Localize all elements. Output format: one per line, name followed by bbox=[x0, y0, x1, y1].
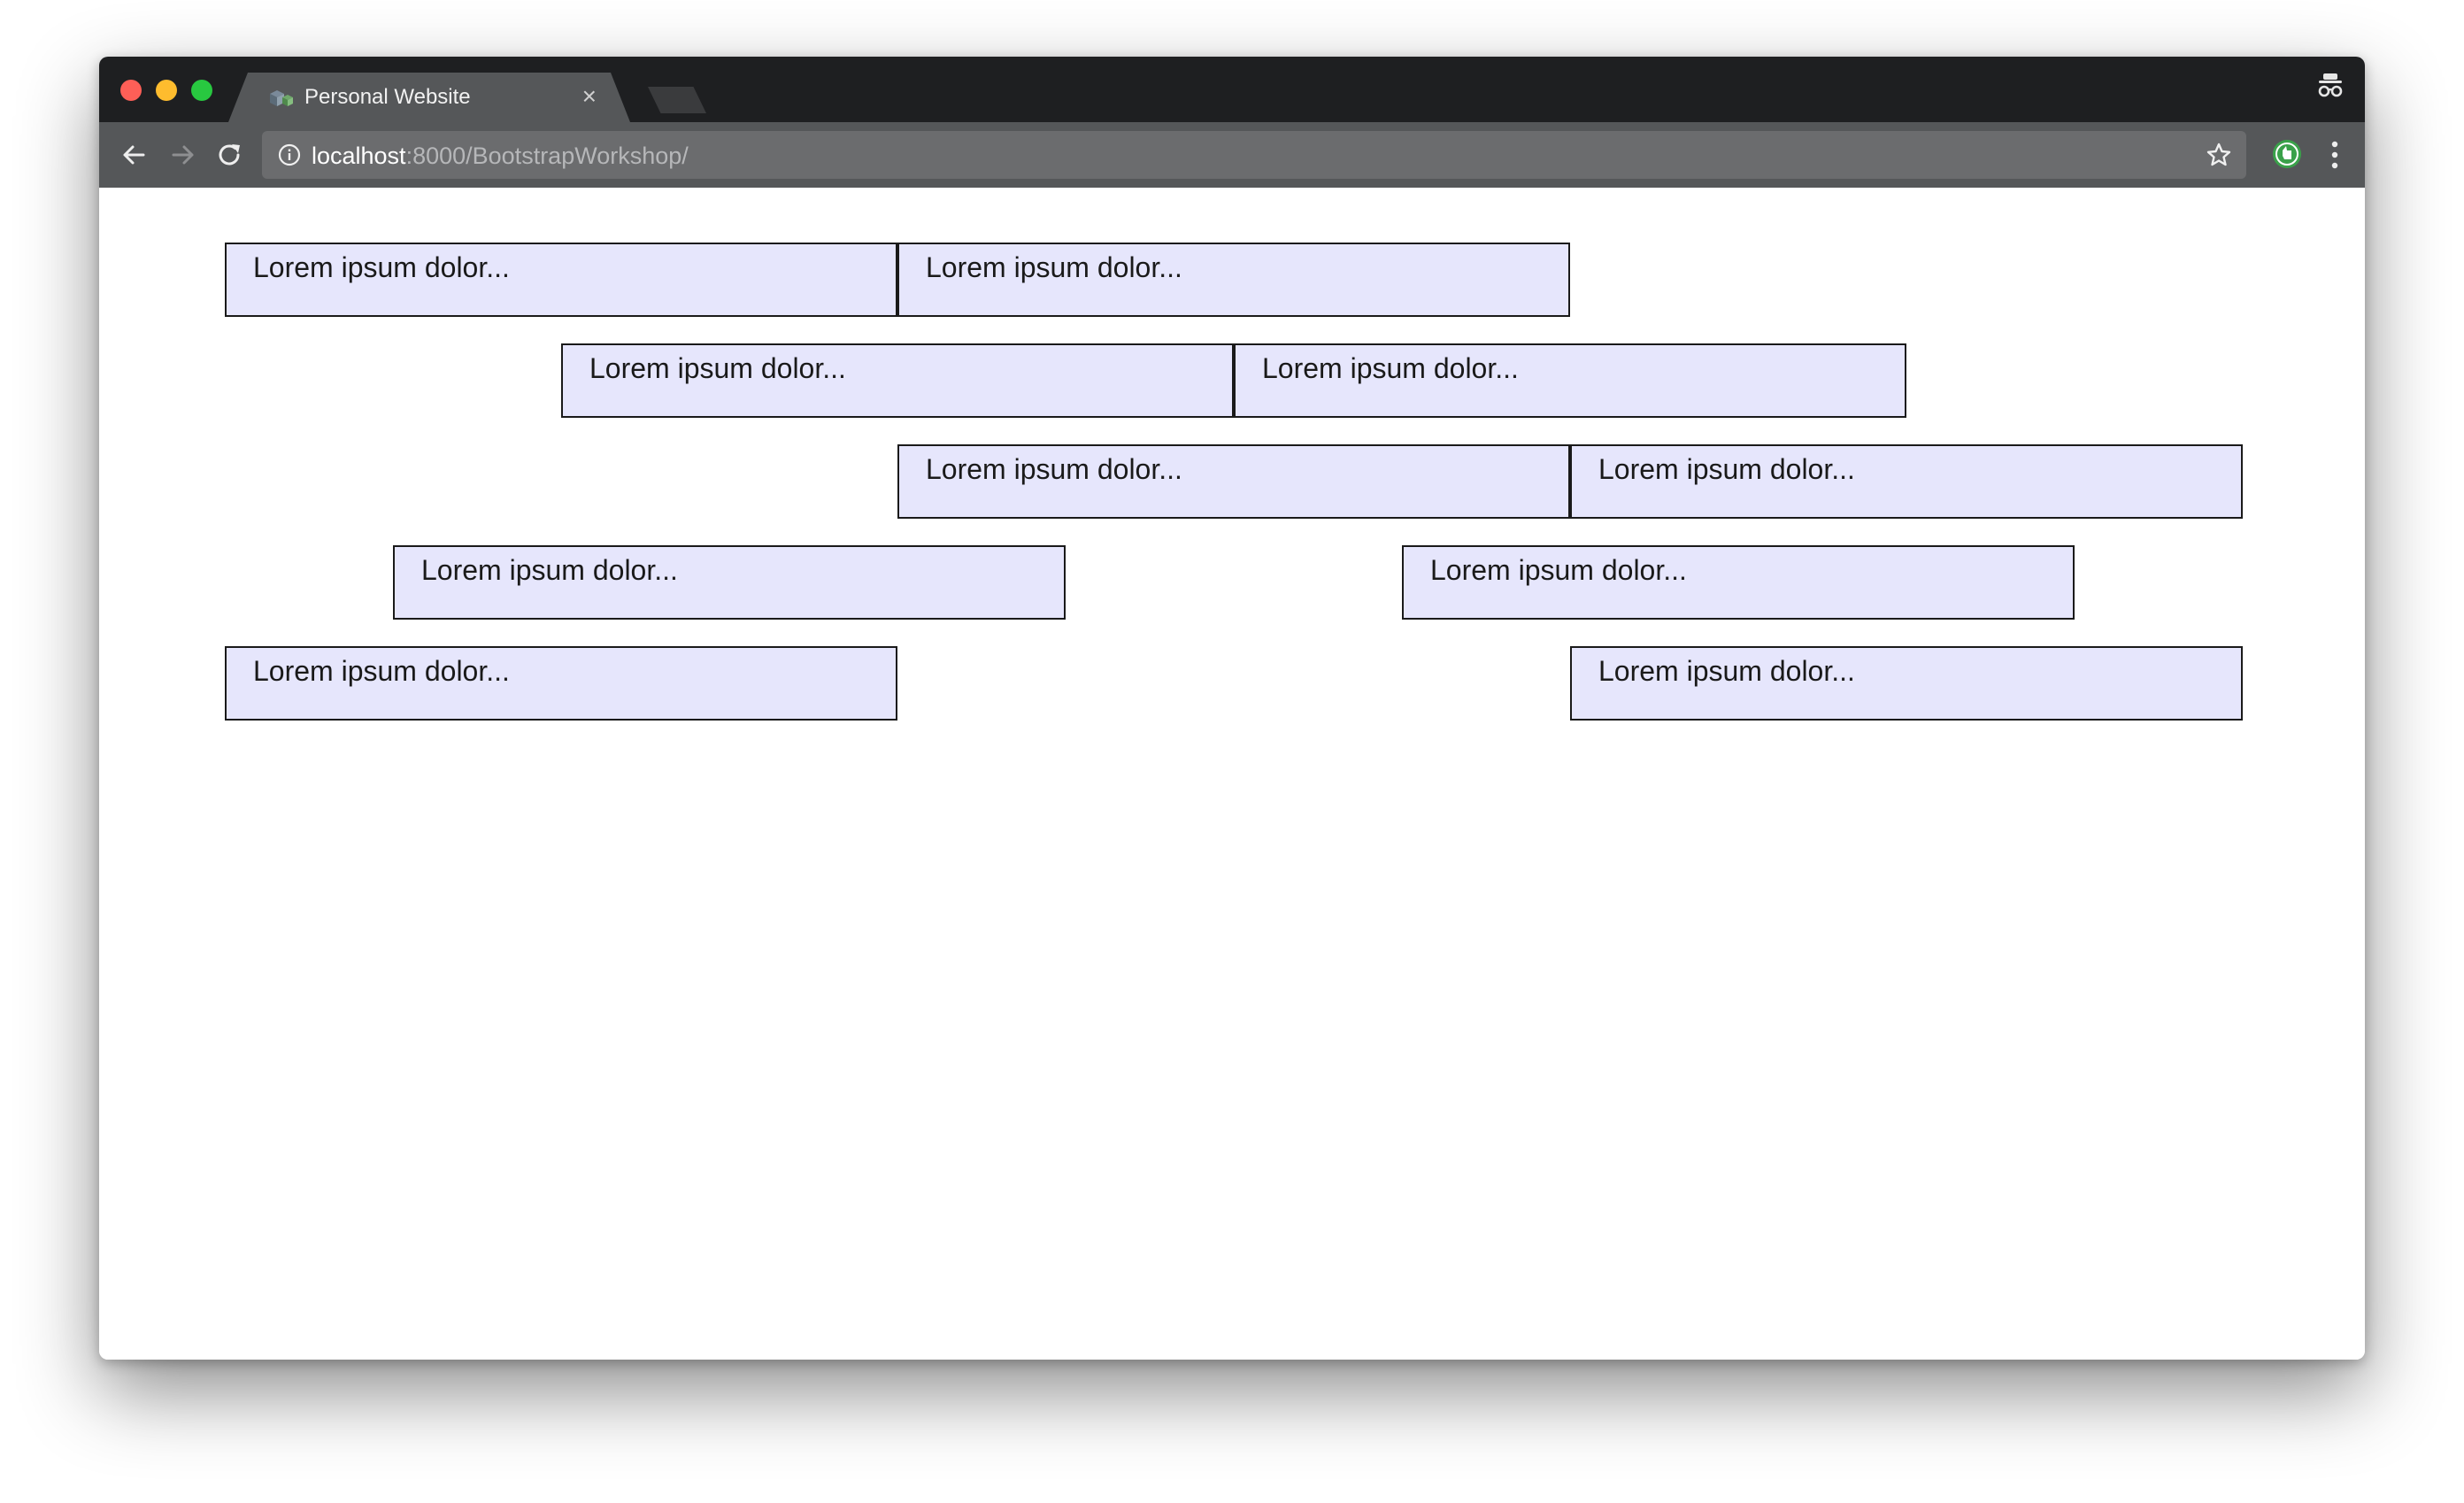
browser-window: Personal Website × bbox=[99, 57, 2365, 1360]
extension-icon[interactable] bbox=[2271, 138, 2303, 170]
bootstrap-cube-icon bbox=[267, 87, 294, 110]
row-5-box-2: Lorem ipsum dolor... bbox=[1570, 646, 2243, 721]
page-viewport: Lorem ipsum dolor... Lorem ipsum dolor..… bbox=[99, 188, 2365, 1360]
row-4-box-1: Lorem ipsum dolor... bbox=[393, 545, 1066, 620]
tab-title: Personal Website bbox=[304, 85, 471, 109]
row-3-box-2: Lorem ipsum dolor... bbox=[1570, 444, 2243, 519]
zoom-window-button[interactable] bbox=[191, 80, 212, 101]
back-arrow-icon[interactable] bbox=[117, 138, 150, 172]
row-4-box-2: Lorem ipsum dolor... bbox=[1402, 545, 2075, 620]
address-bar[interactable]: localhost:8000/BootstrapWorkshop/ bbox=[262, 131, 2246, 179]
star-icon[interactable] bbox=[2206, 142, 2232, 168]
minimize-window-button[interactable] bbox=[156, 80, 177, 101]
row-1-box-1: Lorem ipsum dolor... bbox=[225, 243, 897, 317]
url-text: localhost:8000/BootstrapWorkshop/ bbox=[312, 142, 689, 170]
reload-icon[interactable] bbox=[212, 138, 246, 172]
browser-toolbar: localhost:8000/BootstrapWorkshop/ bbox=[99, 122, 2365, 188]
row-1-box-2: Lorem ipsum dolor... bbox=[897, 243, 1570, 317]
info-icon[interactable] bbox=[278, 143, 301, 166]
row-2-box-1: Lorem ipsum dolor... bbox=[561, 343, 1234, 418]
tab-personal-website[interactable]: Personal Website × bbox=[228, 73, 630, 122]
new-tab-button[interactable] bbox=[648, 87, 706, 113]
url-path: :8000/BootstrapWorkshop/ bbox=[405, 143, 689, 169]
title-bar: Personal Website × bbox=[99, 57, 2365, 122]
row-5-box-1: Lorem ipsum dolor... bbox=[225, 646, 897, 721]
close-tab-icon[interactable]: × bbox=[581, 82, 597, 110]
url-host: localhost bbox=[312, 143, 406, 169]
row-2-box-2: Lorem ipsum dolor... bbox=[1234, 343, 1906, 418]
row-3-box-1: Lorem ipsum dolor... bbox=[897, 444, 1570, 519]
close-window-button[interactable] bbox=[120, 80, 142, 101]
incognito-icon bbox=[2318, 73, 2343, 97]
kebab-menu-icon[interactable] bbox=[2329, 138, 2340, 172]
forward-arrow-icon[interactable] bbox=[166, 138, 200, 172]
